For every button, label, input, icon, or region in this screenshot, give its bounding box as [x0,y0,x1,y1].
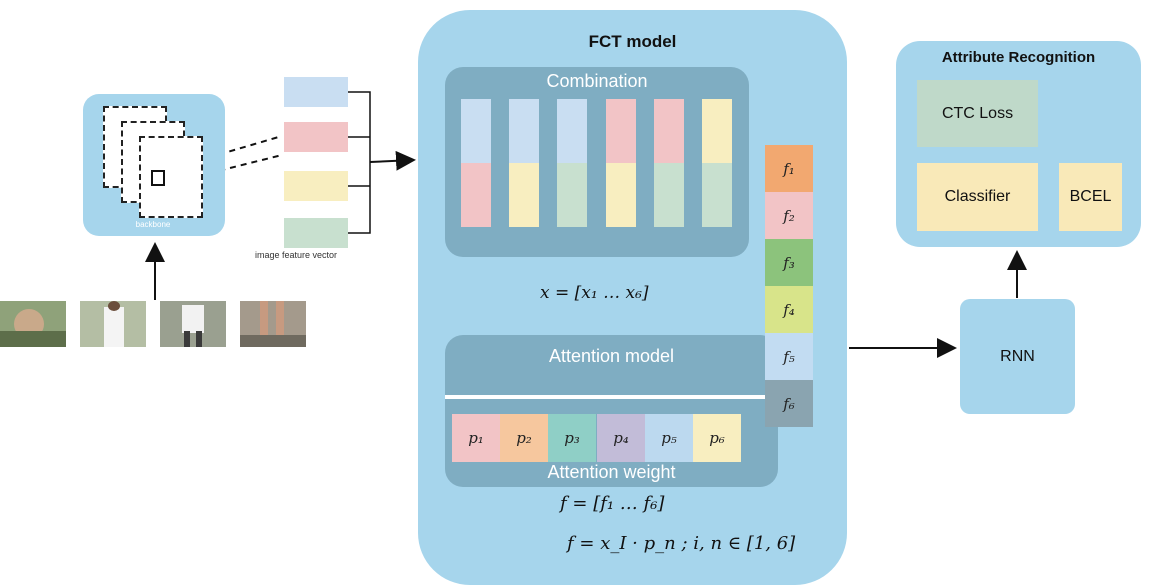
feature-vector-block-2 [284,122,348,152]
attention-weight-label: Attention weight [547,462,676,482]
f-full-equation: f = x_I · p_n ; i, n ∈ [1, 6] [567,533,796,554]
combination-column-5 [654,99,684,227]
input-photo-4 [240,301,306,347]
rnn-box: RNN [960,299,1075,414]
bcel-box: BCEL [1059,163,1122,231]
backbone-panel: backbone [83,94,225,236]
feature-vector-block-1 [284,77,348,107]
input-photo-3 [160,301,226,347]
p-cell: p₁ [452,414,500,462]
x-equation: x = [x₁ … x₆] [540,283,649,303]
combination-title: Combination [546,71,648,91]
p-cell: p₅ [645,414,693,462]
f-cell: f₂ [765,192,813,239]
attention-divider [445,395,778,399]
classifier-box: Classifier [917,163,1038,231]
f-cell: f₆ [765,380,813,427]
attribute-recognition-title: Attribute Recognition [941,49,1096,66]
f-cell: f₃ [765,239,813,286]
combination-column-1 [461,99,491,227]
backbone-label: backbone [135,220,171,229]
p-cell: p₂ [500,414,548,462]
feature-vector-block-4 [284,218,348,248]
fct-model-title: FCT model [588,32,677,51]
p-cell: p₃ [548,414,596,462]
receptive-window [151,170,165,186]
combination-column-3 [557,99,587,227]
attention-model-title: Attention model [548,346,675,366]
f-cell: f₅ [765,333,813,380]
feature-bracket [348,91,371,234]
attention-weight-strip: p₁ p₂ p₃ p₄ p₅ p₆ [452,414,742,462]
combination-column-4 [606,99,636,227]
combination-panel [445,67,749,257]
f-equation: f = [f₁ … f₆] [560,493,665,514]
p-cell: p₄ [597,414,645,462]
combination-column-2 [509,99,539,227]
f-cell: f₄ [765,286,813,333]
arrow-features-to-fct [369,150,416,171]
feature-map-frame-front [139,136,203,218]
f-vector-strip: f₁ f₂ f₃ f₄ f₅ f₆ [765,145,813,427]
feature-vector-label: image feature vector [255,250,338,260]
ctc-loss-box: CTC Loss [917,80,1038,147]
combination-column-6 [702,99,732,227]
p-cell: p₆ [693,414,741,462]
input-photo-2 [80,301,146,347]
feature-vector-block-3 [284,171,348,201]
f-cell: f₁ [765,145,813,192]
input-photo-1 [0,301,66,347]
